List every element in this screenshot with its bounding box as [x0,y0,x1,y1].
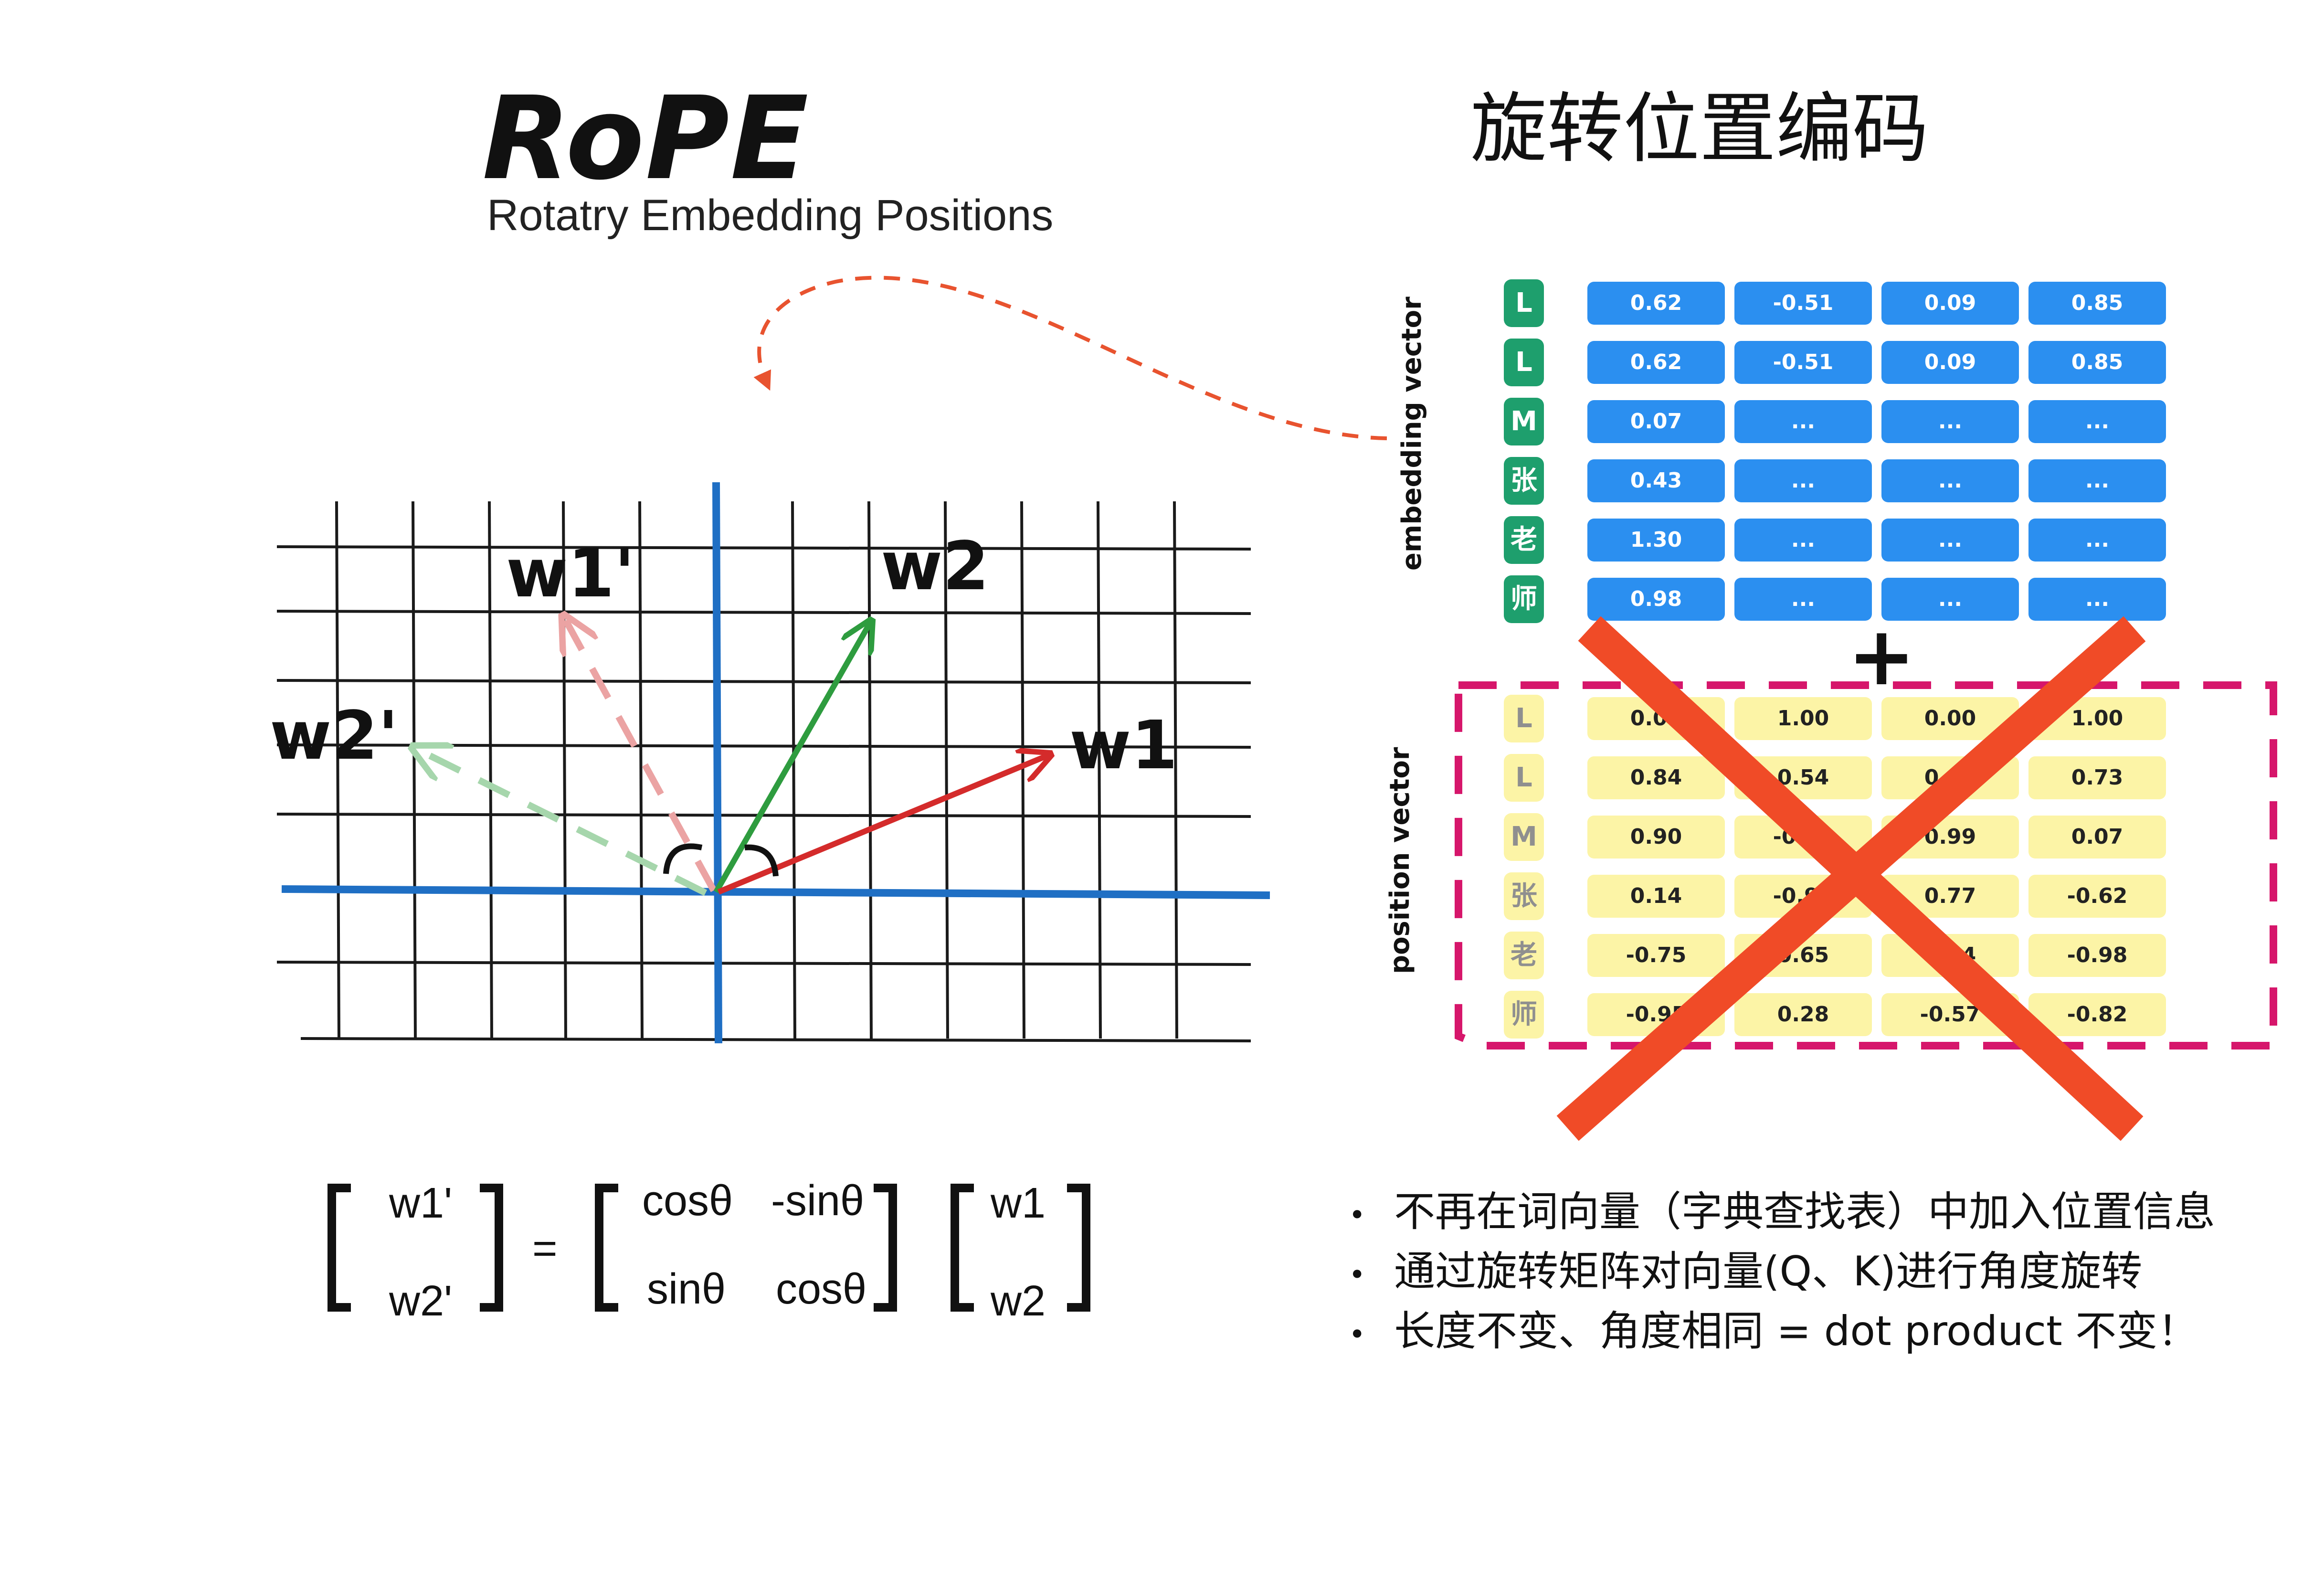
chinese-title: 旋转位置编码 [1470,84,1929,173]
emb-cell: 0.09 [1881,282,2019,325]
eq-lhs-1: w1' [389,1179,453,1227]
emb-token: 张 [1504,457,1544,505]
eq-m12: -sinθ [771,1177,865,1225]
grid-line-v [944,501,949,1039]
bullet-3: 长度不变、角度相同 = dot product 不变！ [1394,1307,2199,1355]
bullet-dot: • [1349,1198,1366,1232]
bracket-matrix-open [595,1184,618,1312]
grid-line-h [276,679,1251,684]
label-w1: w1 [1069,707,1178,784]
emb-cell: 0.62 [1587,282,1725,325]
grid-line-h [300,1037,1251,1042]
emb-token: L [1504,339,1544,386]
emb-cell: 0.62 [1587,341,1725,384]
grid-line-v [867,501,873,1039]
grid-line-h [276,813,1251,818]
emb-cell: ... [1734,400,1872,443]
emb-token: L [1504,279,1544,327]
eq-rhs-2: w2 [991,1277,1046,1325]
bullet-dot: • [1349,1318,1366,1351]
label-w2-prime: w2' [270,697,399,775]
bracket-matrix-close [874,1184,897,1312]
grid-line-v [562,501,567,1039]
label-w1-prime: w1' [506,535,635,613]
emb-cell: ... [1881,459,2019,502]
bracket-left-open [327,1184,351,1312]
emb-cell: ... [2028,459,2166,502]
emb-cell: -0.51 [1734,282,1872,325]
eq-equals: = [532,1225,558,1272]
y-axis [712,482,722,1044]
emb-token: 师 [1504,575,1544,623]
angle-arc-right [744,844,779,877]
emb-cell: 0.98 [1587,578,1725,621]
emb-cell: ... [2028,400,2166,443]
emb-cell: ... [1734,519,1872,562]
bullet-2: 通过旋转矩阵对向量(Q、K)进行角度旋转 [1394,1248,2143,1295]
eq-m21: sinθ [647,1265,726,1313]
emb-cell: -0.51 [1734,341,1872,384]
page-title: RoPE [482,72,810,205]
grid-line-v [1097,501,1102,1039]
emb-cell: 0.09 [1881,341,2019,384]
emb-cell: ... [1881,578,2019,621]
grid-line-v [1173,501,1178,1039]
eq-rhs-1: w1 [991,1179,1046,1227]
grid-line-v [638,501,644,1039]
grid-line-v [335,501,340,1039]
grid-line-h [276,961,1251,966]
w2-vector [713,621,871,893]
dashed-curve-arrow [753,276,1387,440]
grid-line-h [276,545,1251,551]
emb-cell: 0.43 [1587,459,1725,502]
emb-cell: ... [1734,578,1872,621]
grid-line-h [276,610,1251,615]
emb-cell: ... [2028,578,2166,621]
bullet-dot: • [1349,1258,1366,1292]
bullet-1: 不再在词向量（字典查找表）中加入位置信息 [1394,1188,2215,1236]
bracket-left-close [480,1184,503,1312]
eq-m22: cosθ [776,1265,867,1313]
page-subtitle: Rotatry Embedding Positions [487,191,1054,240]
emb-token: 老 [1504,516,1544,564]
angle-arc-left [663,843,703,874]
grid-line-v [791,501,796,1039]
emb-cell: ... [1734,459,1872,502]
emb-cell: 0.85 [2028,341,2166,384]
emb-cell: 0.85 [2028,282,2166,325]
emb-cell: ... [1881,400,2019,443]
emb-cell: ... [2028,519,2166,562]
emb-cell: 1.30 [1587,519,1725,562]
eq-m11: cosθ [642,1177,733,1225]
bracket-right-close [1067,1184,1090,1312]
emb-token: M [1504,398,1544,445]
eq-lhs-2: w2' [389,1277,453,1325]
label-w2: w2 [881,528,989,605]
grid-line-v [488,501,493,1039]
bracket-right-open [951,1184,974,1312]
emb-cell: ... [1881,519,2019,562]
emb-cell: 0.07 [1587,400,1725,443]
x-axis [281,885,1270,899]
